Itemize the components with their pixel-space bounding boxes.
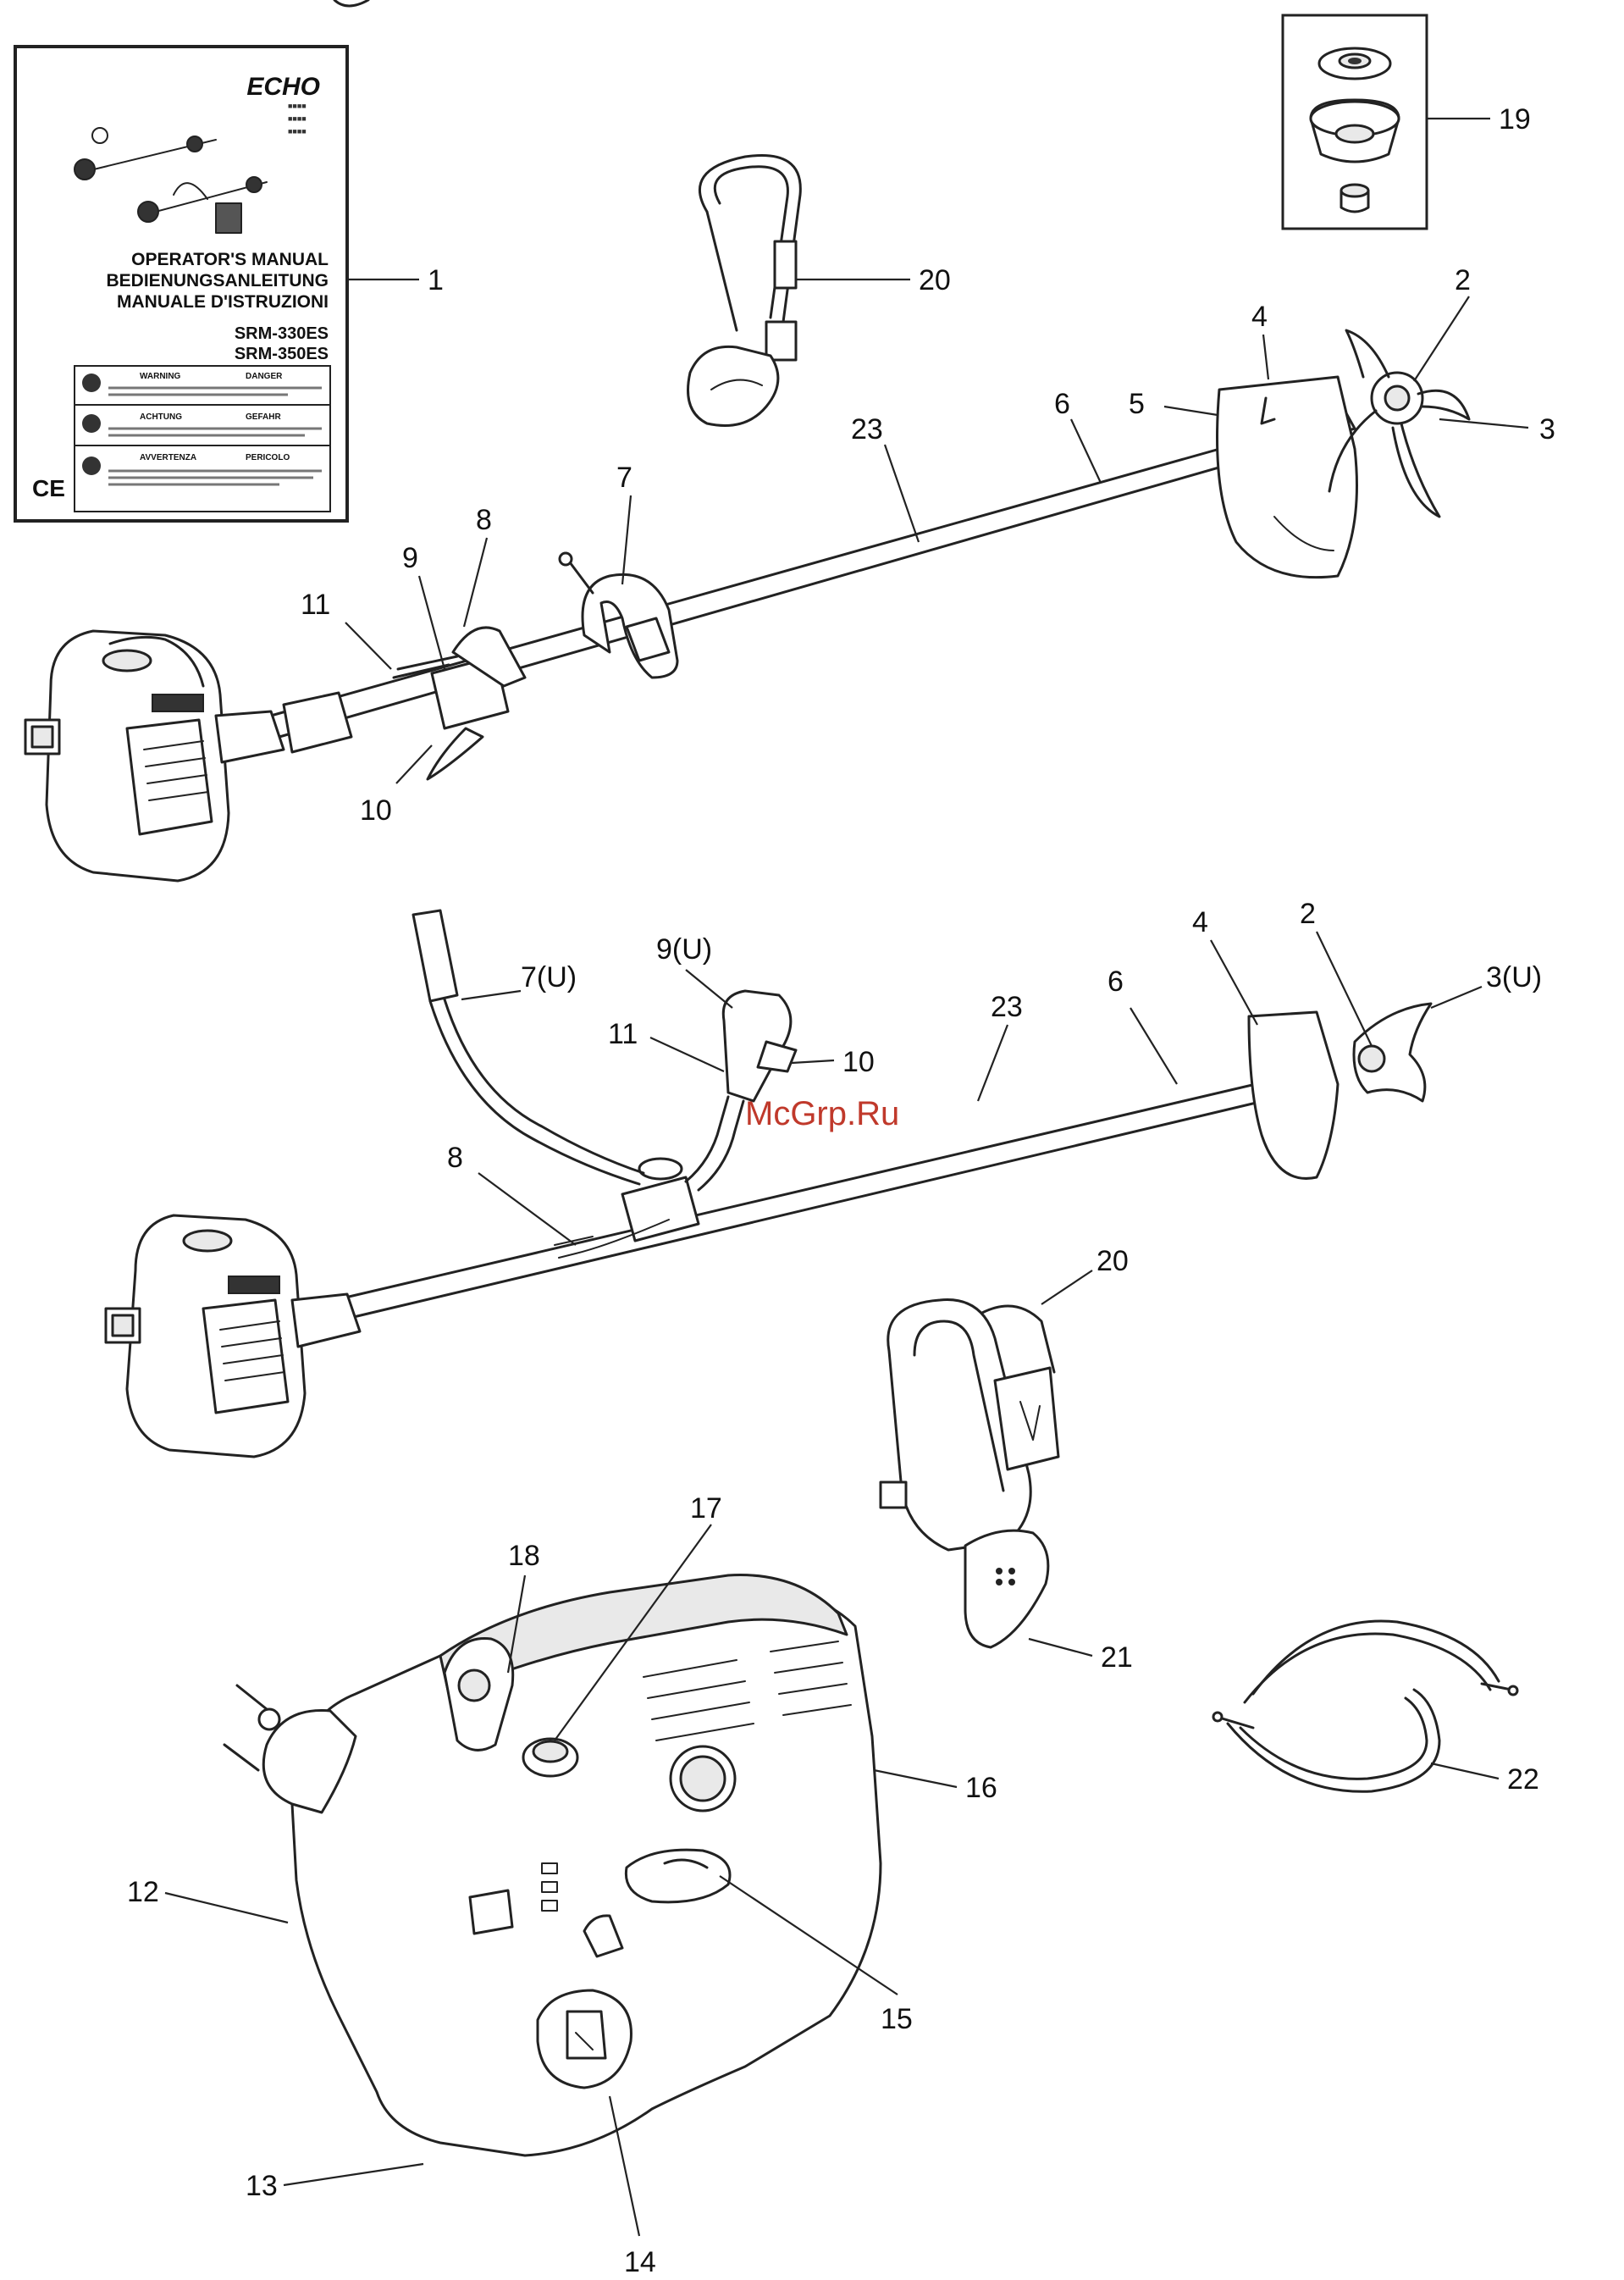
manual-warning-right-2: GEFAHR <box>246 412 281 422</box>
callout-10-lower: 10 <box>842 1046 875 1078</box>
callout-21: 21 <box>1101 1641 1133 1674</box>
manual-title-line-3: MANUALE D'ISTRUZIONI <box>117 292 329 312</box>
double-shoulder-harness <box>881 1300 1058 1647</box>
callout-4-upper: 4 <box>1251 301 1268 333</box>
manual-warning-left-1: WARNING <box>140 372 181 381</box>
callout-20-lower: 20 <box>1096 1245 1129 1277</box>
callout-5: 5 <box>1129 388 1145 420</box>
manual-model-1: SRM-330ES <box>235 324 329 343</box>
single-shoulder-strap <box>688 155 801 425</box>
manual-title-line-1: OPERATOR'S MANUAL <box>131 250 329 269</box>
spacer-ring <box>1213 1621 1517 1791</box>
manual-brand-logo: ECHO <box>246 73 320 101</box>
callout-8-lower: 8 <box>447 1142 463 1174</box>
operators-manual: ECHO ■■■■ ■■■■ ■■■■ OPERATOR'S MANUAL BE… <box>15 47 347 521</box>
manual-model-2: SRM-350ES <box>235 345 329 363</box>
svg-text:■■■■: ■■■■ <box>288 114 307 123</box>
callout-15: 15 <box>881 2003 913 2035</box>
trimmer-engine-lower <box>106 1215 360 1457</box>
callout-18: 18 <box>508 1540 540 1572</box>
manual-warning-left-2: ACHTUNG <box>140 412 182 422</box>
callout-2-lower: 2 <box>1300 898 1316 930</box>
callout-23-lower: 23 <box>991 991 1023 1023</box>
callout-19: 19 <box>1499 103 1531 136</box>
manual-title-line-2: BEDIENUNGSANLEITUNG <box>106 271 329 291</box>
manual-warning-right-1: DANGER <box>246 372 283 381</box>
callout-16: 16 <box>965 1772 997 1804</box>
callout-22: 22 <box>1507 1763 1539 1796</box>
callout-17: 17 <box>690 1492 722 1525</box>
callout-6-lower: 6 <box>1108 966 1124 998</box>
callout-11-lower: 11 <box>608 1018 638 1050</box>
trimmer-u-handle-assembly <box>106 910 1431 1457</box>
callout-12: 12 <box>127 1876 159 1908</box>
callout-1: 1 <box>428 264 444 296</box>
callout-3-upper: 3 <box>1539 413 1555 445</box>
svg-text:■■■■: ■■■■ <box>288 102 307 110</box>
callout-20-upper: 20 <box>919 264 951 296</box>
callout-7-upper: 7 <box>616 462 632 494</box>
manual-ce-mark: CE <box>32 475 65 501</box>
manual-warning-left-3: AVVERTENZA <box>140 453 196 462</box>
callout-7u: 7(U) <box>521 961 577 993</box>
svg-text:■■■■: ■■■■ <box>288 127 307 136</box>
callout-13: 13 <box>246 2170 278 2202</box>
engine-closeup <box>224 1575 881 2155</box>
callout-9-upper: 9 <box>402 542 418 574</box>
callout-23-upper: 23 <box>851 413 883 445</box>
callout-9u: 9(U) <box>656 933 712 966</box>
callout-11-upper: 11 <box>301 589 330 621</box>
callout-3u: 3(U) <box>1486 961 1542 993</box>
watermark: McGrp.Ru <box>745 1095 899 1132</box>
callout-8-upper: 8 <box>476 504 492 536</box>
manual-warning-right-3: PERICOLO <box>246 453 290 462</box>
cropped-heading-fragment <box>334 0 368 6</box>
trimmer-engine-upper <box>25 631 284 881</box>
blade-hardware-kit <box>1283 15 1427 229</box>
callout-10-upper: 10 <box>360 794 392 827</box>
callout-2-upper: 2 <box>1455 264 1471 296</box>
callout-14: 14 <box>624 2246 656 2278</box>
callout-6-upper: 6 <box>1054 388 1070 420</box>
callout-4-lower: 4 <box>1192 906 1208 938</box>
